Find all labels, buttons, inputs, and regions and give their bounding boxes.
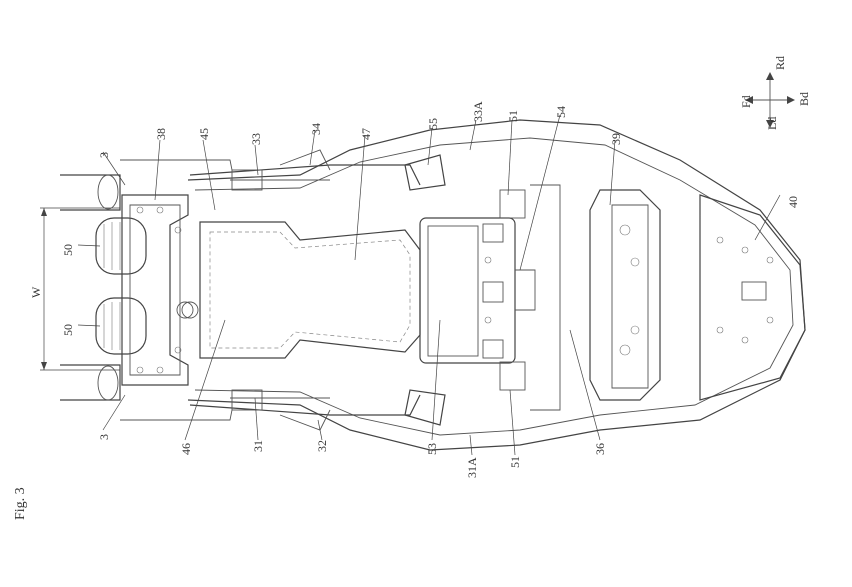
label-39: 39: [609, 133, 623, 145]
label-45: 45: [197, 128, 211, 140]
label-3b: 3: [97, 434, 111, 440]
label-54: 54: [554, 106, 568, 118]
label-55: 55: [426, 118, 440, 130]
dimension-w-label: W: [29, 286, 43, 298]
label-3a: 3: [97, 152, 111, 158]
dir-back-label: Bd: [797, 92, 811, 106]
label-32: 32: [315, 440, 329, 452]
front-side-pieces: [120, 149, 331, 431]
headlight-units: [95, 217, 147, 355]
label-34: 34: [309, 123, 323, 135]
side-brackets: [404, 154, 526, 426]
storage-box: [181, 221, 421, 359]
label-46: 46: [179, 443, 193, 455]
direction-indicator: Fd Rd Ld Bd: [739, 56, 811, 130]
label-31: 31: [251, 440, 265, 452]
label-40: 40: [786, 196, 800, 208]
dir-rear-label: Rd: [773, 56, 787, 70]
label-50b: 50: [61, 324, 75, 336]
dir-left-label: Ld: [765, 117, 779, 130]
width-dimension: W: [29, 207, 120, 371]
label-47: 47: [359, 128, 373, 140]
head-bracket: [121, 194, 194, 386]
label-51b: 51: [508, 456, 522, 468]
dir-front-label: Fd: [739, 95, 753, 108]
label-33: 33: [249, 133, 263, 145]
reference-numerals: 3 38 45 33 34 47 55 33A 51 54 39 40 50 5…: [61, 101, 800, 478]
front-fork-tubes: [60, 174, 121, 401]
figure-label: Fig. 3: [13, 487, 28, 520]
main-frame: [187, 119, 806, 451]
label-31A: 31A: [465, 457, 479, 478]
leader-lines: [77, 114, 781, 456]
label-50a: 50: [61, 244, 75, 256]
label-36: 36: [593, 443, 607, 455]
label-38: 38: [154, 128, 168, 140]
battery: [419, 217, 536, 364]
label-53: 53: [425, 443, 439, 455]
label-51a: 51: [506, 110, 520, 122]
seat-rails: [189, 164, 421, 416]
label-33A: 33A: [471, 101, 485, 122]
